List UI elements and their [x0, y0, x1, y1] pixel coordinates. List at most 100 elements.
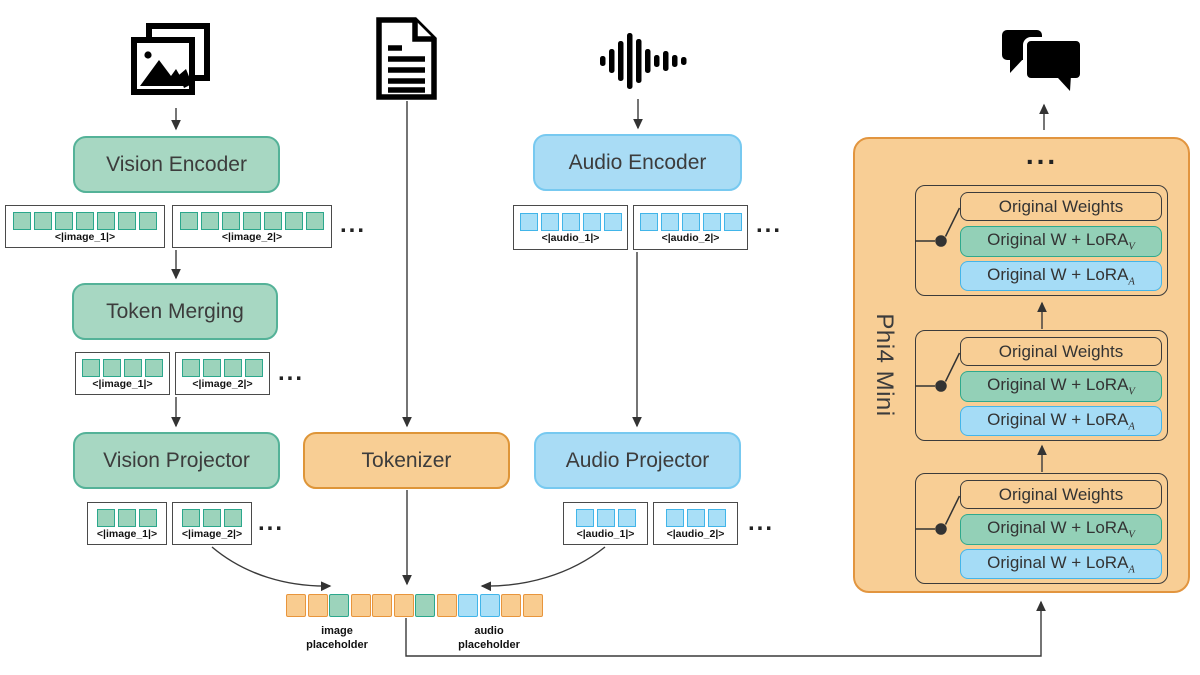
- orange-token-square: [522, 594, 543, 617]
- transformer-layer-block: Original Weights Original W + LoRAV Orig…: [915, 473, 1168, 584]
- token-square: [306, 211, 324, 230]
- orange-token-square: [436, 594, 457, 617]
- token-squares: [180, 211, 324, 230]
- token-square: [575, 508, 594, 527]
- image-token-strip: <|image_1|>: [5, 205, 165, 248]
- token-square: [203, 508, 221, 527]
- token-square: [540, 212, 559, 231]
- merged-token-sequence: [286, 594, 543, 617]
- orange-token-square: [501, 594, 521, 617]
- token-square: [82, 358, 100, 377]
- token-square: [201, 211, 219, 230]
- token-square: [118, 508, 136, 527]
- token-square: [224, 508, 242, 527]
- vision-encoder-node: Vision Encoder: [73, 136, 280, 193]
- token-square: [180, 211, 198, 230]
- token-strip-label: <|image_2|>: [221, 230, 283, 243]
- token-square: [182, 358, 200, 377]
- audio-encoder-label: Audio Encoder: [568, 150, 707, 174]
- audio-waveform-icon: [600, 33, 687, 89]
- token-squares: [665, 508, 726, 527]
- token-square: [103, 358, 121, 377]
- images-icon: [131, 23, 210, 95]
- arrow-audio-tokens-to-sequence: [480, 546, 606, 592]
- transformer-layer-block: Original Weights Original W + LoRAV Orig…: [915, 185, 1168, 296]
- token-strip-label: <|audio_1|>: [576, 527, 635, 540]
- token-squares: [182, 508, 242, 527]
- audio-token-strip: <|audio_1|>: [513, 205, 628, 250]
- token-square: [723, 212, 742, 231]
- green-token-square: [415, 594, 435, 617]
- token-squares: [575, 508, 636, 527]
- token-square: [182, 508, 200, 527]
- image-placeholder-label: image placeholder: [306, 625, 368, 652]
- token-square: [639, 212, 658, 231]
- token-square: [660, 212, 679, 231]
- orange-token-square: [350, 594, 371, 617]
- lora-audio-label: Original W + LoRAA: [987, 264, 1135, 288]
- token-squares: [639, 212, 742, 231]
- vision-projector-node: Vision Projector: [73, 432, 280, 489]
- orange-token-square: [393, 594, 414, 617]
- original-weights-box: Original Weights: [960, 337, 1162, 366]
- token-square: [243, 211, 261, 230]
- audio-encoder-node: Audio Encoder: [533, 134, 742, 191]
- tokenizer-node: Tokenizer: [303, 432, 510, 489]
- chat-bubbles-icon: [1002, 30, 1084, 91]
- token-strip-label: <|audio_2|>: [666, 527, 725, 540]
- token-square: [245, 358, 263, 377]
- original-weights-label: Original Weights: [998, 341, 1124, 361]
- lora-audio-box: Original W + LoRAA: [960, 406, 1162, 436]
- token-square: [34, 211, 52, 230]
- blue-token-square: [458, 594, 478, 617]
- token-square: [603, 212, 622, 231]
- transformer-layer-block: Original Weights Original W + LoRAV Orig…: [915, 330, 1168, 441]
- token-strip-label: <|image_1|>: [92, 377, 153, 390]
- ellipsis: ...: [278, 359, 305, 386]
- token-merging-node: Token Merging: [72, 283, 278, 340]
- token-square: [665, 508, 684, 527]
- token-strip-label: <|image_1|>: [54, 230, 116, 243]
- token-squares: [519, 212, 622, 231]
- original-weights-label: Original Weights: [998, 196, 1124, 216]
- ellipsis: ...: [756, 211, 783, 238]
- token-strip-label: <|audio_2|>: [661, 231, 720, 244]
- phi4-mini-label: Phi4 Mini: [871, 313, 898, 417]
- vision-encoder-label: Vision Encoder: [106, 152, 247, 176]
- ellipsis: ...: [258, 509, 285, 536]
- token-square: [596, 508, 615, 527]
- lora-audio-box: Original W + LoRAA: [960, 549, 1162, 579]
- lora-vision-label: Original W + LoRAV: [987, 230, 1135, 253]
- token-square: [224, 358, 242, 377]
- image-token-strip: <|image_1|>: [75, 352, 170, 395]
- token-merging-label: Token Merging: [106, 299, 244, 323]
- token-square: [264, 211, 282, 230]
- audio-token-strip: <|audio_2|>: [633, 205, 748, 250]
- token-square: [285, 211, 303, 230]
- arrow-image-tokens-to-sequence: [211, 546, 332, 592]
- token-square: [97, 508, 115, 527]
- token-square: [118, 211, 136, 230]
- image-token-strip: <|image_1|>: [87, 502, 167, 545]
- original-weights-label: Original Weights: [998, 484, 1124, 504]
- audio-token-strip: <|audio_2|>: [653, 502, 738, 545]
- green-token-square: [329, 594, 349, 617]
- audio-token-strip: <|audio_1|>: [563, 502, 648, 545]
- lora-vision-label: Original W + LoRAV: [987, 375, 1135, 398]
- token-square: [55, 211, 73, 230]
- lora-vision-box: Original W + LoRAV: [960, 514, 1162, 545]
- audio-projector-label: Audio Projector: [565, 448, 710, 472]
- token-squares: [97, 508, 157, 527]
- token-square: [222, 211, 240, 230]
- audio-projector-node: Audio Projector: [534, 432, 741, 489]
- tokenizer-label: Tokenizer: [361, 448, 452, 472]
- lora-vision-box: Original W + LoRAV: [960, 371, 1162, 402]
- token-square: [702, 212, 721, 231]
- token-square: [76, 211, 94, 230]
- token-square: [13, 211, 31, 230]
- lora-audio-label: Original W + LoRAA: [987, 552, 1135, 576]
- orange-token-square: [372, 594, 392, 617]
- lora-audio-box: Original W + LoRAA: [960, 261, 1162, 291]
- token-squares: [182, 358, 263, 377]
